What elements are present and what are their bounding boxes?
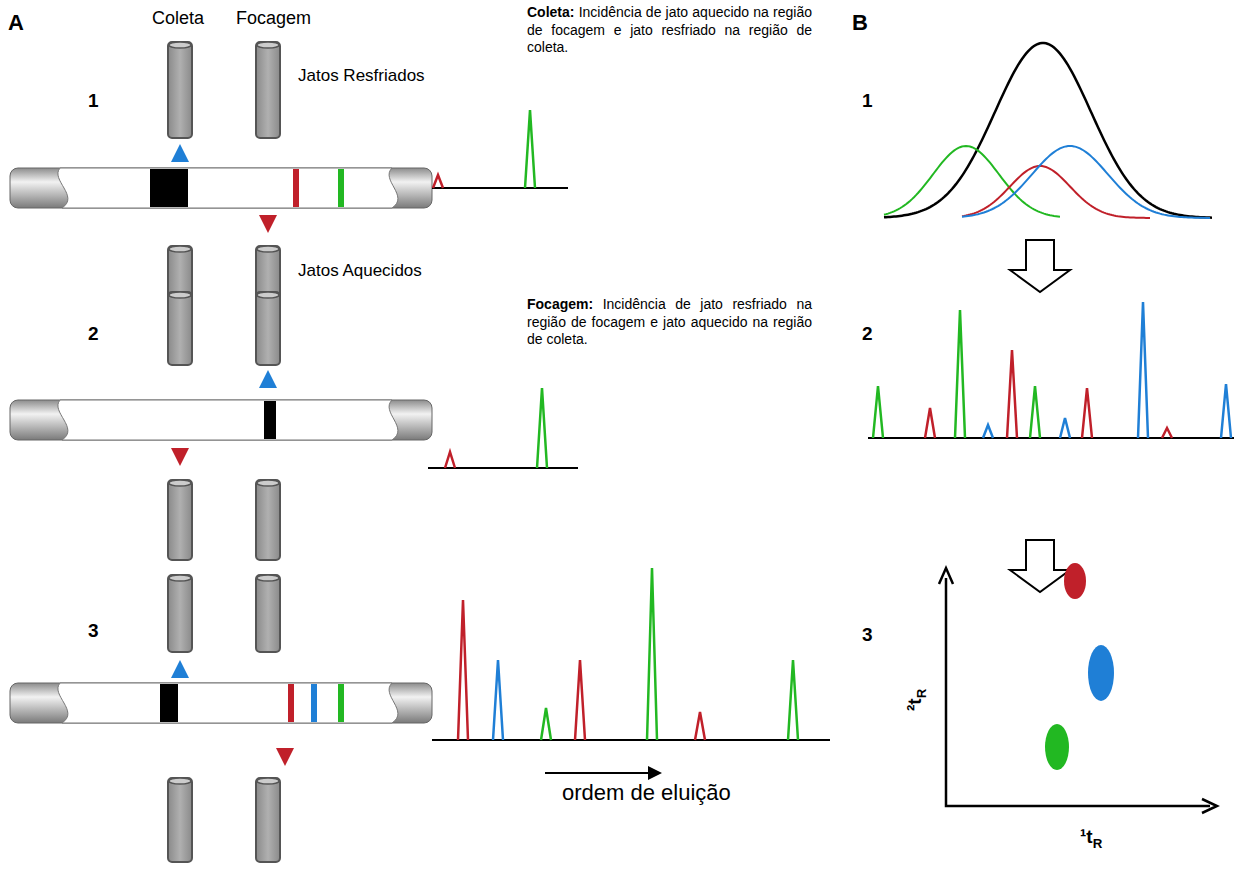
annotation: Jatos Resfriados: [298, 66, 425, 86]
gas-jet: [256, 42, 280, 138]
axis-label: ¹tR: [1080, 826, 1102, 851]
capillary-column: [10, 168, 432, 208]
hot-jet-arrow: [171, 448, 189, 466]
analyte-band: [311, 684, 317, 722]
analyte-band: [288, 684, 294, 722]
step-arrow: [1010, 240, 1070, 292]
elution-arrow: [545, 772, 650, 774]
hot-jet-arrow: [259, 215, 277, 233]
step-number: 1: [862, 90, 873, 112]
step-number: 1: [88, 90, 99, 112]
region-heading: Focagem: [236, 8, 311, 29]
hot-jet-arrow: [276, 748, 294, 766]
2d-spot: [1064, 563, 1086, 599]
gas-jet: [256, 778, 280, 862]
step-number: 2: [88, 323, 99, 345]
2d-spot: [1045, 724, 1069, 770]
gas-jet: [256, 480, 280, 560]
peak-curve: [962, 146, 1210, 218]
step-number: 3: [88, 620, 99, 642]
chromatogram: [432, 568, 830, 740]
cold-jet-arrow: [171, 144, 189, 162]
step-note: Coleta: Incidência de jato aquecido na r…: [527, 4, 812, 57]
peak-curve: [884, 43, 1212, 218]
cold-jet-arrow: [259, 370, 277, 388]
panel-letter: A: [8, 10, 24, 35]
gas-jet: [256, 292, 280, 365]
2d-axes: [939, 568, 1217, 813]
step-note: Focagem: Incidência de jato resfriado na…: [527, 296, 812, 349]
trapped-band: [150, 169, 188, 207]
gas-jet: [168, 575, 192, 652]
chromatogram: [428, 388, 578, 468]
chromatogram: [432, 110, 568, 188]
trapped-band: [160, 684, 178, 722]
capillary-column: [10, 400, 432, 440]
gas-jet: [168, 292, 192, 365]
annotation: Jatos Aquecidos: [298, 261, 422, 281]
axis-label: ²tR: [904, 689, 929, 711]
gas-jet: [168, 42, 192, 138]
capillary-column: [10, 683, 432, 723]
region-heading: Coleta: [152, 8, 204, 29]
elution-arrowhead: [648, 766, 662, 780]
step-number: 3: [862, 624, 873, 646]
annotation: ordem de eluição: [562, 780, 731, 805]
chromatogram: [868, 302, 1234, 438]
step-arrow: [1010, 540, 1070, 592]
2d-spot: [1088, 645, 1114, 701]
step-number: 2: [862, 323, 873, 345]
analyte-band: [338, 169, 344, 207]
cold-jet-arrow: [171, 660, 189, 678]
analyte-band: [293, 169, 299, 207]
gas-jet: [168, 778, 192, 862]
panel-letter: B: [852, 10, 868, 35]
gas-jet: [168, 480, 192, 560]
peak-curve: [884, 146, 1060, 217]
analyte-band: [338, 684, 344, 722]
trapped-band: [264, 401, 276, 439]
gas-jet: [256, 575, 280, 652]
